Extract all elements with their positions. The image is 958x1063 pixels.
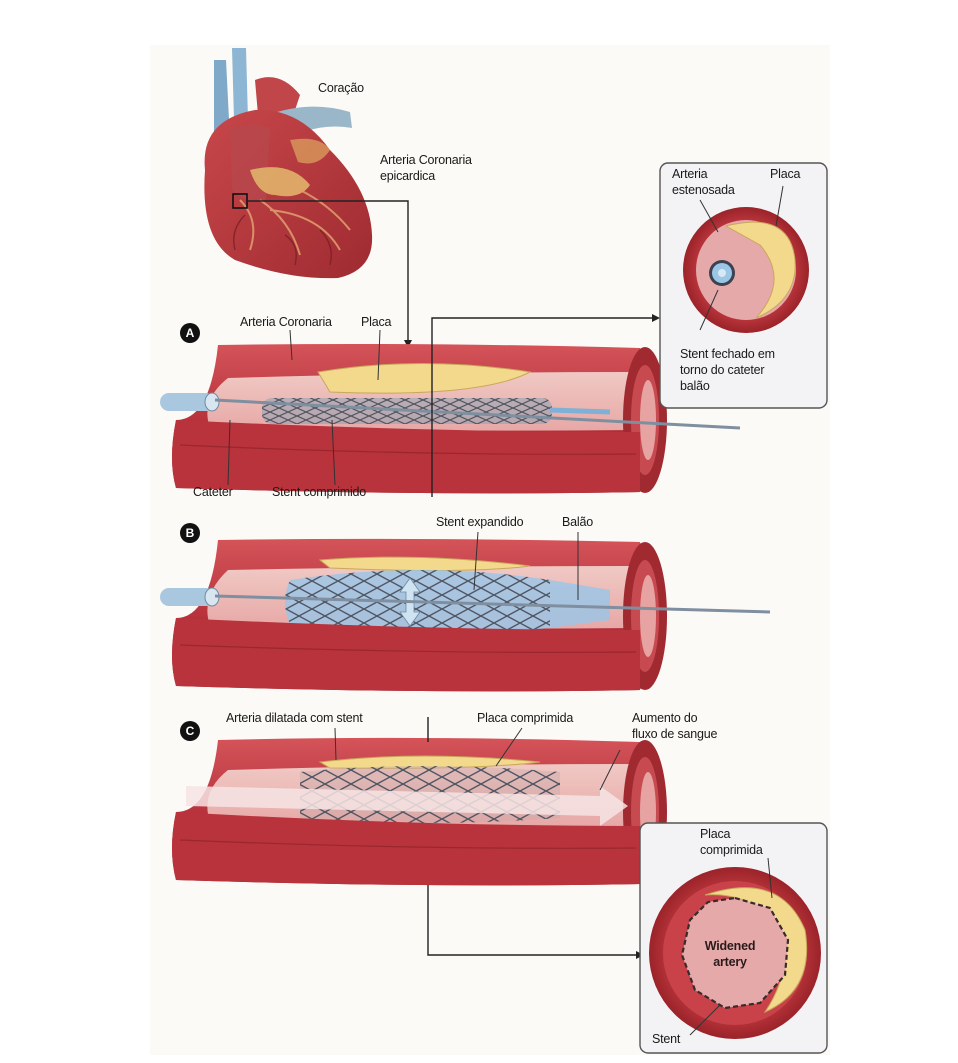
label-stent-compressed: Stent comprimido [272,484,366,500]
label-plaque-inset-top: Placa [770,166,800,182]
label-heart: Coração [318,80,364,96]
vessel-a [160,344,740,493]
label-epicardial-artery: Arteria Coronaria epicardica [380,152,472,184]
label-blood-flow: Aumento do fluxo de sangue [632,710,717,742]
vessel-c [172,738,667,885]
marker-b: B [180,523,200,543]
label-balloon: Balão [562,514,593,530]
label-plaque-a: Placa [361,314,391,330]
label-stent-bottom: Stent [652,1031,680,1047]
label-catheter: Cateter [193,484,233,500]
label-compressed-plaque: Placa comprimida [477,710,573,726]
label-widened-artery: Widened artery [695,938,765,970]
label-stent-expanded: Stent expandido [436,514,523,530]
label-stenosed-artery: Arteria estenosada [672,166,735,198]
label-stent-closed: Stent fechado em torno do cateter balão [680,346,775,394]
vessel-b [160,539,770,691]
label-coronary-artery: Arteria Coronaria [240,314,332,330]
label-compressed-plaque-inset: Placa comprimida [700,826,763,858]
marker-c: C [180,721,200,741]
label-dilated-artery: Arteria dilatada com stent [226,710,363,726]
marker-a: A [180,323,200,343]
